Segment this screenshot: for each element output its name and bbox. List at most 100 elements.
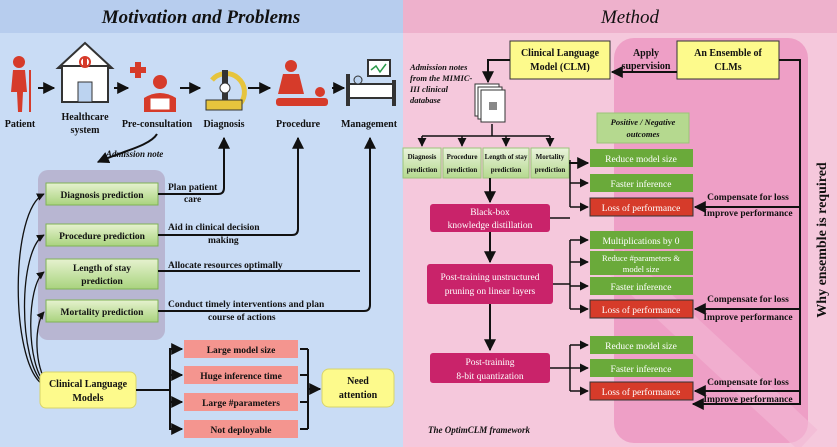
outcome-3-loss: Loss of performance bbox=[589, 381, 694, 401]
svg-text:Clinical Language: Clinical Language bbox=[521, 48, 600, 59]
svg-text:Model (CLM): Model (CLM) bbox=[530, 62, 590, 73]
svg-text:Large #parameters: Large #parameters bbox=[202, 399, 280, 409]
diagnosis-icon bbox=[205, 70, 247, 111]
svg-text:Loss of performance: Loss of performance bbox=[602, 387, 681, 398]
step-quantization: Post-training 8-bit quantization bbox=[430, 353, 550, 383]
use-aid-l1: Aid in clinical decision bbox=[168, 223, 260, 233]
healthcare-icon bbox=[55, 41, 115, 103]
svg-text:knowledge distillation: knowledge distillation bbox=[448, 221, 533, 231]
docs-to-tasks-arrows bbox=[417, 124, 555, 147]
outcome-1-loss: Loss of performance bbox=[589, 197, 694, 217]
problem-not-deployable: Not deployable bbox=[184, 420, 298, 438]
use-plan-l1: Plan patient bbox=[168, 183, 218, 193]
svg-text:Not deployable: Not deployable bbox=[211, 426, 272, 436]
svg-text:outcomes: outcomes bbox=[626, 129, 660, 139]
right-title-bar bbox=[403, 0, 837, 33]
improve-2: Improve performance bbox=[703, 313, 792, 323]
task-box-procedure: Procedure prediction bbox=[45, 223, 159, 247]
left-title: Motivation and Problems bbox=[101, 7, 300, 28]
use-plan-l2: care bbox=[184, 195, 201, 205]
svg-text:Reduce model size: Reduce model size bbox=[605, 155, 677, 165]
svg-text:Post-training: Post-training bbox=[465, 358, 514, 368]
problem-large-model-size: Large model size bbox=[184, 340, 298, 358]
svg-text:Loss of performance: Loss of performance bbox=[602, 305, 681, 316]
src-l3: III clinical bbox=[409, 84, 449, 94]
task-box-diagnosis: Diagnosis prediction bbox=[45, 182, 159, 206]
improve-1: Improve performance bbox=[703, 209, 792, 219]
use-conduct-l1: Conduct timely interventions and plan bbox=[168, 300, 325, 310]
pipeline-label-healthcare-l2: system bbox=[71, 125, 101, 136]
ensemble-box: An Ensemble of CLMs bbox=[676, 40, 780, 80]
svg-text:Large model size: Large model size bbox=[207, 346, 276, 356]
src-l4: database bbox=[410, 95, 441, 105]
svg-text:pruning on linear layers: pruning on linear layers bbox=[445, 287, 536, 297]
svg-text:Diagnosis: Diagnosis bbox=[408, 153, 437, 161]
outcome-3-reduce-size: Reduce model size bbox=[590, 336, 693, 354]
step-outcome-brackets bbox=[550, 160, 589, 396]
svg-text:prediction: prediction bbox=[535, 166, 566, 174]
task-los-l2: prediction bbox=[81, 277, 123, 287]
clm-left-l2: Models bbox=[72, 393, 103, 404]
admission-note-arrow bbox=[96, 133, 158, 163]
svg-text:Faster inference: Faster inference bbox=[611, 179, 672, 190]
task-use-arrows bbox=[158, 136, 376, 312]
step-pruning: Post-training unstructured pruning on li… bbox=[427, 264, 553, 304]
svg-text:Reduce #parameters &: Reduce #parameters & bbox=[602, 253, 680, 263]
svg-text:8-bit quantization: 8-bit quantization bbox=[456, 372, 524, 382]
framework-caption: The OptimCLM framework bbox=[428, 425, 531, 435]
task-box-mortality: Mortality prediction bbox=[45, 299, 159, 323]
right-title: Method bbox=[600, 7, 660, 28]
outcome-1-reduce-size: Reduce model size bbox=[590, 149, 693, 167]
outcome-3-faster: Faster inference bbox=[590, 359, 693, 377]
svg-text:prediction: prediction bbox=[407, 166, 438, 174]
outcomes-header: Positive / Negative outcomes bbox=[596, 112, 690, 144]
apply-l1: Apply bbox=[633, 48, 659, 59]
src-l2: from the MIMIC- bbox=[410, 73, 473, 83]
task-los-l1: Length of stay bbox=[73, 264, 131, 274]
pipeline-label-procedure: Procedure bbox=[276, 119, 321, 130]
svg-text:Huge inference time: Huge inference time bbox=[200, 372, 282, 382]
procedure-icon bbox=[276, 60, 328, 106]
task-box-los: Length of stay prediction bbox=[45, 258, 159, 290]
clm-box-left: Clinical Language Models bbox=[39, 371, 137, 409]
task-procedure: Procedure prediction bbox=[59, 232, 145, 242]
step-distillation: Black-box knowledge distillation bbox=[430, 204, 550, 232]
svg-text:Faster inference: Faster inference bbox=[611, 282, 672, 293]
pipeline-label-diagnosis: Diagnosis bbox=[203, 119, 244, 130]
svg-text:model size: model size bbox=[623, 264, 660, 274]
management-icon bbox=[346, 59, 396, 106]
clm-box-right: Clinical Language Model (CLM) bbox=[509, 40, 611, 80]
svg-text:Procedure: Procedure bbox=[447, 153, 478, 161]
compensate-1: Compensate for loss bbox=[707, 193, 789, 203]
svg-text:Positive / Negative: Positive / Negative bbox=[611, 117, 676, 127]
pre-consultation-icon bbox=[130, 62, 176, 112]
apply-l2: supervision bbox=[622, 61, 671, 72]
svg-text:Loss of performance: Loss of performance bbox=[602, 203, 681, 214]
need-attention-box: Need attention bbox=[321, 368, 395, 408]
clm-left-l1: Clinical Language bbox=[49, 379, 128, 390]
problem-arrows bbox=[136, 343, 322, 435]
outcome-2-mult0: Multiplications by 0 bbox=[590, 231, 693, 249]
svg-text:Length of stay: Length of stay bbox=[485, 153, 528, 161]
svg-text:attention: attention bbox=[339, 390, 378, 401]
ensemble-feedback-arrows bbox=[691, 59, 801, 410]
svg-text:Post-training unstructured: Post-training unstructured bbox=[441, 273, 540, 283]
svg-text:Multiplications by 0: Multiplications by 0 bbox=[602, 237, 679, 247]
svg-text:Faster inference: Faster inference bbox=[611, 364, 672, 375]
use-conduct-l2: course of actions bbox=[208, 313, 276, 323]
admission-note-label: Admission note bbox=[105, 149, 163, 159]
patient-icon bbox=[11, 56, 31, 112]
task-mortality: Mortality prediction bbox=[61, 308, 145, 318]
svg-text:Reduce model size: Reduce model size bbox=[605, 342, 677, 352]
pipeline-label-preconsultation: Pre-consultation bbox=[122, 119, 193, 130]
clm-to-docs-arrow bbox=[482, 59, 510, 84]
pipeline-label-patient: Patient bbox=[5, 119, 36, 130]
svg-text:An Ensemble of: An Ensemble of bbox=[694, 48, 762, 59]
outcome-2-faster: Faster inference bbox=[590, 277, 693, 295]
compensate-2: Compensate for loss bbox=[707, 295, 789, 305]
left-title-bar bbox=[0, 0, 403, 33]
why-ensemble-label: Why ensemble is required bbox=[815, 162, 830, 318]
outcome-2-loss: Loss of performance bbox=[589, 299, 694, 319]
